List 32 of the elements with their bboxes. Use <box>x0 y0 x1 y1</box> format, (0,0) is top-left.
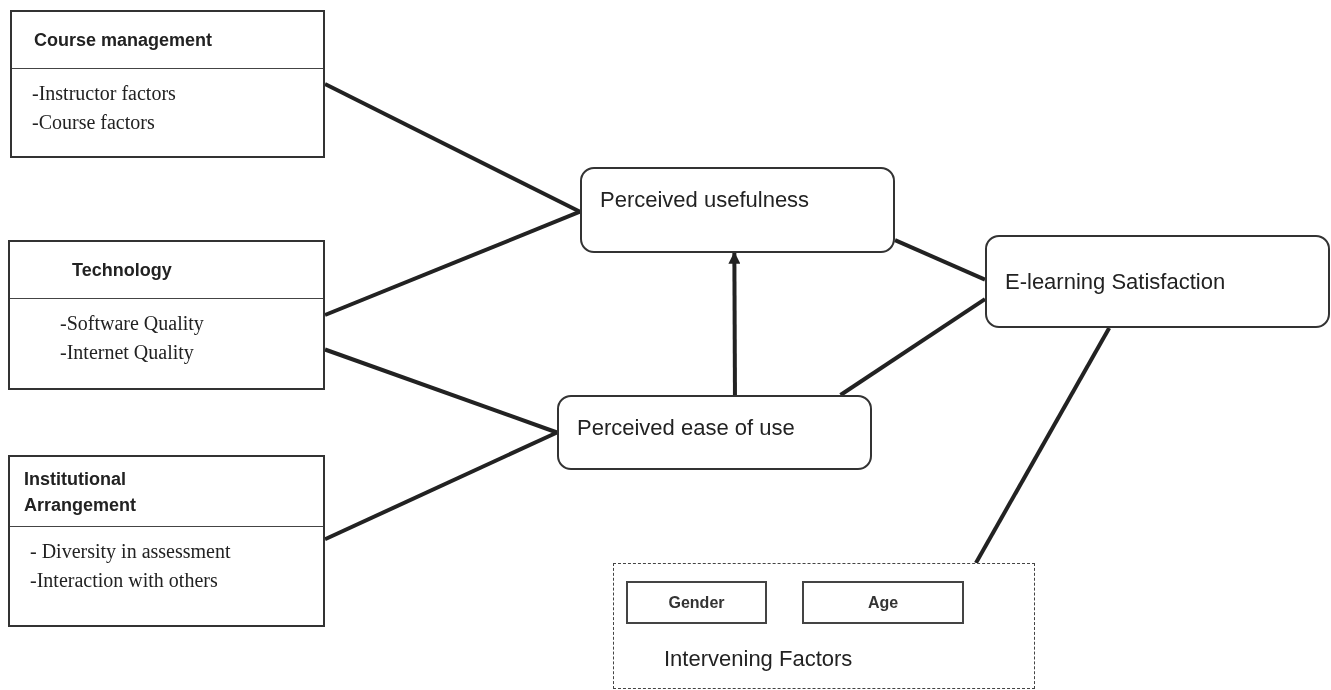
connector-line <box>324 209 581 317</box>
dashed-group-box <box>613 563 1035 689</box>
connector-line <box>324 347 558 435</box>
construct-box <box>557 395 872 470</box>
factor-item: -Software Quality <box>60 311 205 337</box>
factor-box <box>8 240 325 390</box>
connector-line <box>324 430 558 542</box>
box-heading: Course management <box>34 29 214 52</box>
factor-box <box>626 581 767 624</box>
construct-box <box>580 167 895 253</box>
connector-line <box>728 251 741 395</box>
connector-line <box>839 297 987 397</box>
connector-line <box>894 238 986 282</box>
group-label: Intervening Factors <box>664 645 853 673</box>
factor-item: -Course factors <box>32 110 156 135</box>
factor-box <box>10 10 325 158</box>
connector-line <box>324 82 581 214</box>
factor-box <box>8 455 325 627</box>
factor-item: - Diversity in assessment <box>30 539 232 565</box>
factor-item: -Internet Quality <box>60 340 195 366</box>
box-heading: Technology <box>72 259 173 282</box>
factor-label: Age <box>867 592 899 613</box>
construct-label: E-learning Satisfaction <box>1005 268 1226 296</box>
factor-item: -Interaction with others <box>30 568 219 593</box>
construct-box <box>985 235 1330 328</box>
box-heading: Institutional Arrangement <box>24 467 138 517</box>
construct-label: Perceived usefulness <box>600 186 810 214</box>
construct-label: Perceived ease of use <box>577 414 795 442</box>
factor-label: Gender <box>668 592 725 613</box>
factor-box <box>802 581 964 624</box>
factor-item: -Instructor factors <box>32 81 177 106</box>
connector-line <box>974 327 1111 564</box>
